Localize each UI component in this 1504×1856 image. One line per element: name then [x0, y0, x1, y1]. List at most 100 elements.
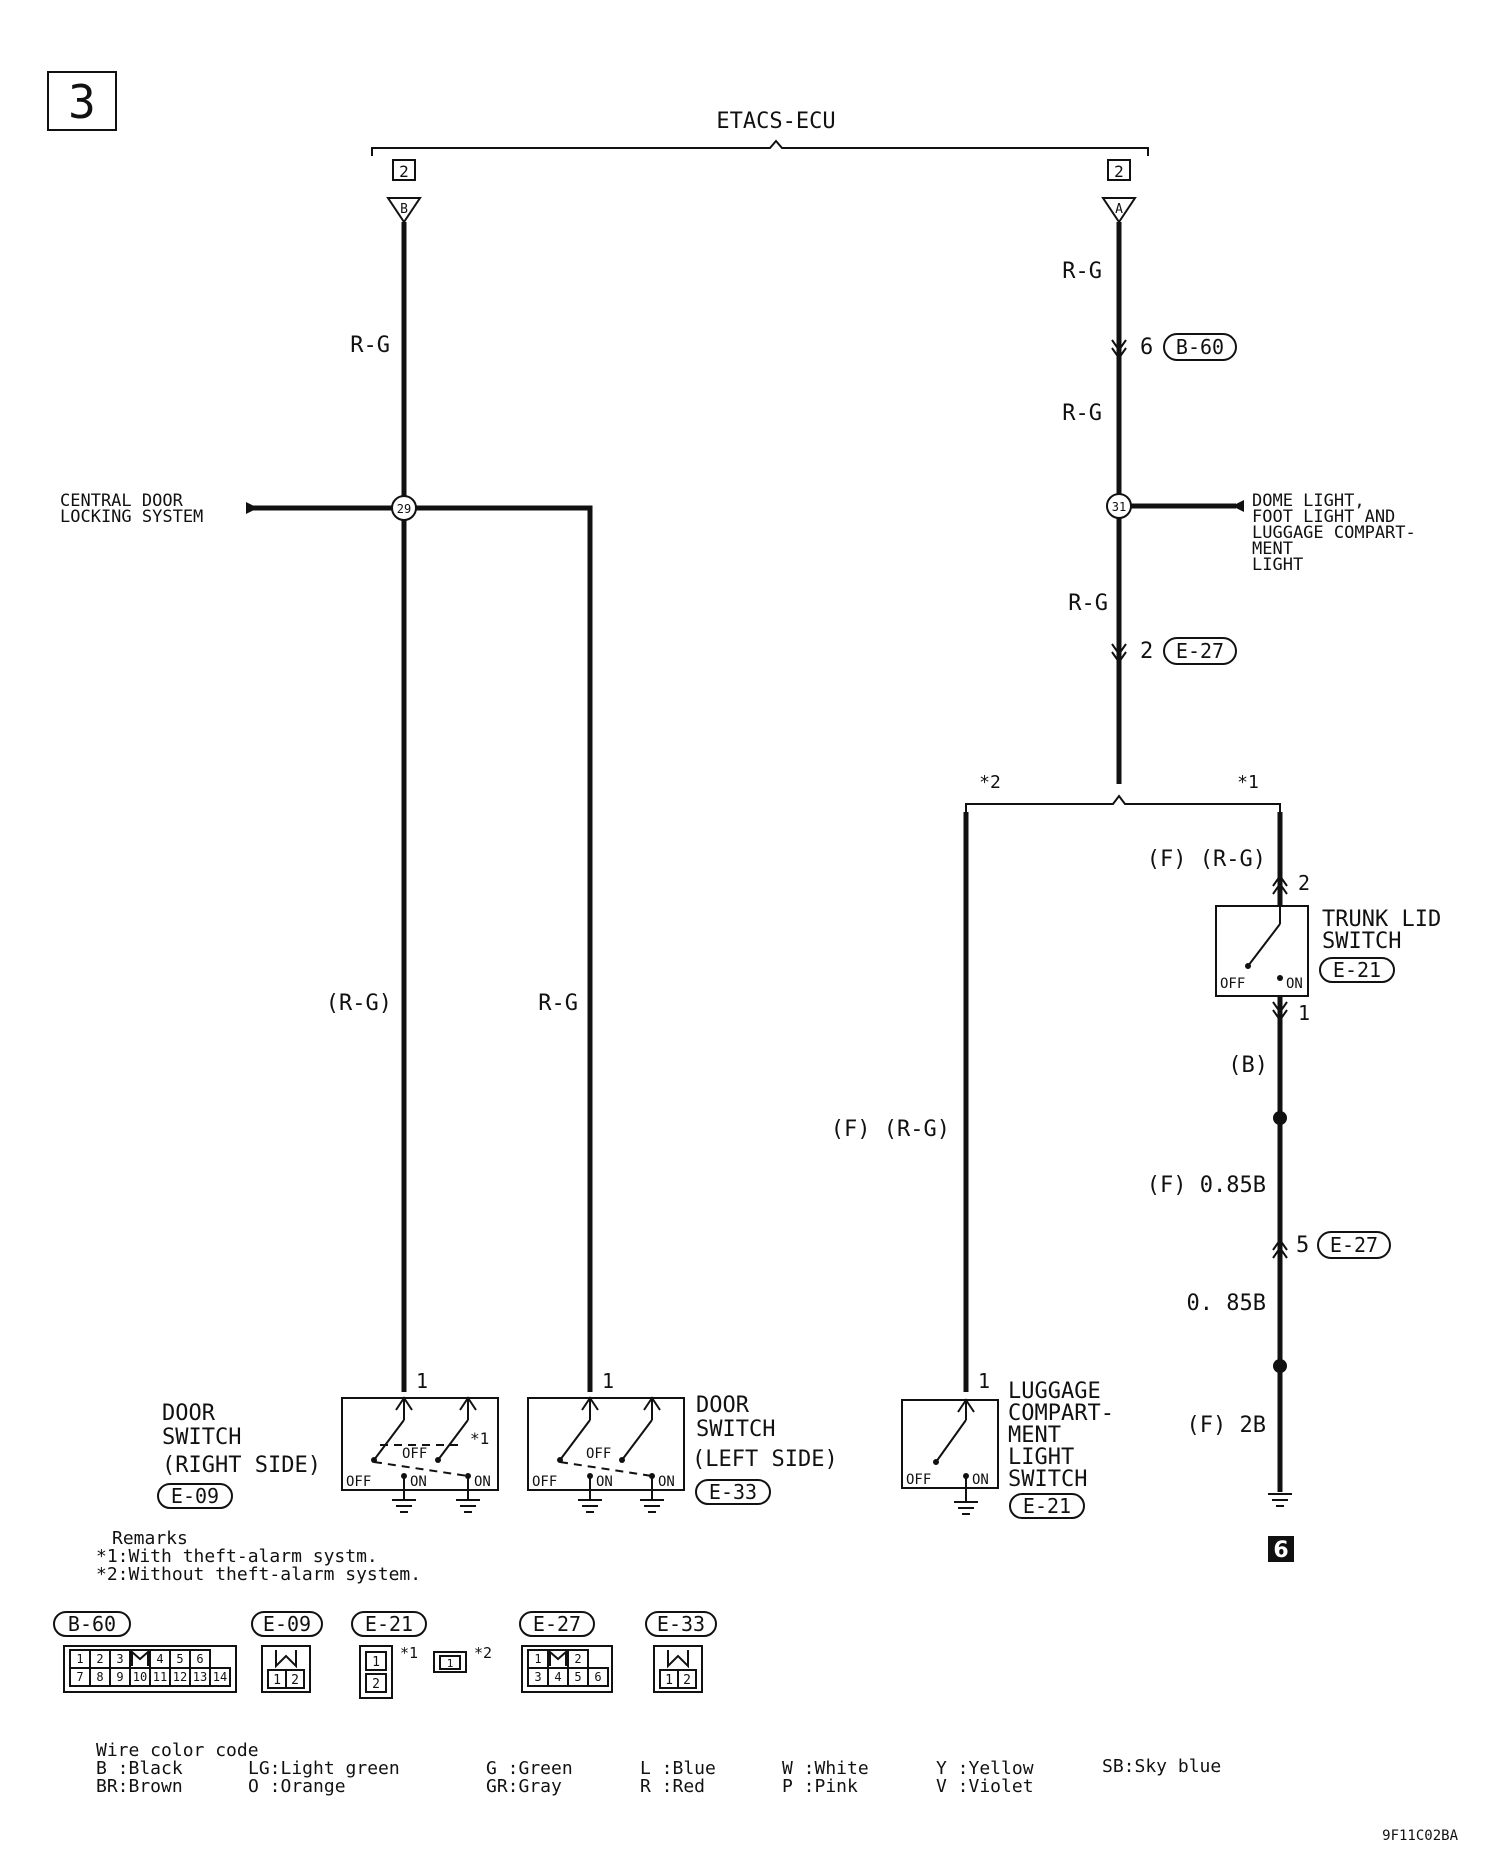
splice-point-1 [1273, 1111, 1287, 1125]
conn-e21-pin2: 2 [372, 1677, 380, 1692]
wcc-col7-0: SB:Sky blue [1102, 1756, 1221, 1777]
trunk-switch-pin-bottom: 1 [1298, 1001, 1310, 1025]
conn2-label: E-27 [1176, 639, 1224, 663]
connector-mark-b60 [1111, 339, 1127, 360]
trunk-switch-on: ON [1286, 976, 1303, 992]
conn-e27-key-mark [549, 1649, 567, 1666]
conn-b60-pin: 12 [173, 1670, 187, 1684]
conn-b60-pin: 9 [116, 1670, 123, 1684]
conn-e09-body [261, 1645, 311, 1693]
door-switch-right-name: DOOR SWITCH (RIGHT SIDE) [162, 1401, 321, 1478]
door-switch-right-on1: ON [410, 1474, 427, 1490]
wire-label-trunk-f085: (F) 0.85B [1147, 1173, 1266, 1198]
remarks-1: *1:With theft-alarm systm. [96, 1546, 378, 1567]
trunk-switch-conn-oval [1319, 957, 1395, 983]
door-switch-left-on1: ON [596, 1474, 613, 1490]
wcc-col1-1: BR:Brown [96, 1776, 183, 1797]
conn-e27-label: E-27 [533, 1612, 581, 1636]
ground-icon [577, 1499, 603, 1513]
door-switch-left-pin: 1 [602, 1369, 614, 1393]
junction-29 [391, 495, 417, 521]
conn-e33-pin2: 2 [683, 1673, 691, 1688]
ecu-right-terminal-triangle [1101, 197, 1137, 224]
wire-label-trunk-b: (B) [1228, 1053, 1268, 1078]
ecu-left-terminal-letter: B [400, 202, 408, 217]
wcc-col4-0: L :Blue [640, 1758, 716, 1779]
conn-e27-cell [587, 1667, 609, 1687]
conn-e21-body [359, 1645, 393, 1699]
door-switch-right-off-mid: OFF [402, 1446, 427, 1462]
conn-b60-oval [53, 1611, 131, 1637]
conn-b60-pin: 5 [176, 1652, 183, 1666]
conn-e27-pin: 3 [534, 1670, 541, 1684]
trunk-switch-connector: E-21 [1333, 958, 1381, 982]
conn-b60-pin: 4 [156, 1652, 163, 1666]
ecu-right-terminal-box [1107, 159, 1131, 181]
remarks-2: *2:Without theft-alarm system. [96, 1564, 421, 1585]
conn-e21-alt-pin: 1 [447, 1657, 454, 1670]
wire-label-right-door: (R-G) [326, 991, 392, 1016]
door-switch-right-connector: E-09 [171, 1484, 219, 1508]
wcc-col5-1: P :Pink [782, 1776, 858, 1797]
wire-label-trunk-085: 0. 85B [1187, 1291, 1266, 1316]
ground-icon [953, 1501, 979, 1515]
branch-right-mark: *1 [1237, 772, 1259, 793]
conn-b60-pin: 14 [213, 1670, 227, 1684]
trunk-switch-box [1215, 905, 1309, 997]
luggage-switch-conn-oval [1009, 1493, 1085, 1519]
conn-b60-pin: 1 [76, 1652, 83, 1666]
conn-b60-body [63, 1645, 237, 1693]
conn-e21-label: E-21 [365, 1612, 413, 1636]
door-switch-left-off: OFF [532, 1474, 557, 1490]
wcc-col1-0: B :Black [96, 1758, 183, 1779]
door-switch-right-box [341, 1397, 499, 1491]
figure-code: 9F11C02BA [1382, 1828, 1458, 1844]
luggage-switch-name: LUGGAGE COMPART- MENT LIGHT SWITCH [1008, 1379, 1127, 1492]
wire-label-r3: R-G [1068, 591, 1108, 616]
door-switch-right-pin: 1 [416, 1369, 428, 1393]
door-switch-left-name: DOOR SWITCH (LEFT SIDE) [692, 1393, 838, 1472]
wire-label-trunk-f2b: (F) 2B [1187, 1413, 1266, 1438]
door-switch-right-contact-2 [437, 1419, 469, 1461]
conn2-pin: 2 [1140, 639, 1153, 664]
wire-label-left-top: R-G [350, 333, 390, 358]
conn-e09-label: E-09 [263, 1612, 311, 1636]
ecu-right-terminal-letter: A [1115, 202, 1123, 217]
ground-icon [455, 1499, 481, 1513]
conn-b60-pin: 7 [76, 1670, 83, 1684]
door-switch-left-off-mid: OFF [586, 1446, 611, 1462]
branch-bracket [965, 794, 1281, 812]
conn1-label: B-60 [1176, 335, 1224, 359]
connector-mark-e27 [1111, 643, 1127, 664]
luggage-switch-on: ON [972, 1472, 989, 1488]
conn-b60-label: B-60 [68, 1612, 116, 1636]
wcc-col3-1: GR:Gray [486, 1776, 562, 1797]
ecu-title: ETACS-ECU [716, 109, 835, 134]
trunk-switch-off: OFF [1220, 976, 1245, 992]
luggage-switch-off: OFF [906, 1472, 931, 1488]
ground-ref-box [1268, 1536, 1294, 1562]
wire-label-r1: R-G [1062, 259, 1102, 284]
branch-left-mark: *2 [979, 772, 1001, 793]
luggage-switch-pin: 1 [978, 1369, 990, 1393]
conn-e21-oval [351, 1611, 427, 1637]
wcc-col4-1: R :Red [640, 1776, 705, 1797]
ecu-left-terminal-num: 2 [399, 162, 409, 181]
door-switch-left-on2: ON [658, 1474, 675, 1490]
conn-e09-pin1: 1 [273, 1673, 281, 1688]
conn-e33-label: E-33 [657, 1612, 705, 1636]
luggage-switch-contact [935, 1419, 967, 1463]
conn-e33-pin1: 1 [665, 1673, 673, 1688]
trunk-conn-oval [1317, 1231, 1391, 1259]
door-switch-left-connector: E-33 [709, 1480, 757, 1504]
ecu-bracket [371, 139, 1149, 156]
conn-e27-pin: 5 [574, 1670, 581, 1684]
door-switch-right-contact-1 [373, 1419, 405, 1461]
wcc-col2-0: LG:Light green [248, 1758, 400, 1779]
arrow-central-door [246, 502, 258, 514]
conn2-oval [1163, 637, 1237, 665]
ground-icon [639, 1499, 665, 1513]
wcc-col3-0: G :Green [486, 1758, 573, 1779]
conn-b60-pin: 13 [193, 1670, 207, 1684]
